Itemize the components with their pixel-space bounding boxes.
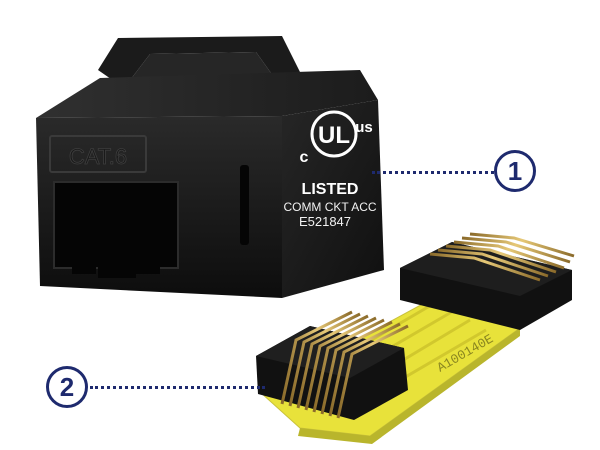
embossed-label: CAT.6	[69, 144, 127, 169]
keystone-coupler: CAT.6 UL c us LISTED COMM CKT ACC E52184…	[36, 36, 384, 298]
coupler-side-face	[282, 100, 384, 298]
coupler-top-face	[36, 70, 378, 118]
ul-listed: LISTED	[302, 181, 359, 198]
rj45-port	[53, 181, 179, 278]
callout-2-number: 2	[59, 371, 75, 402]
ul-mark-us: us	[355, 119, 373, 136]
callout-1-badge: 1	[494, 150, 536, 192]
callout-1-number: 1	[507, 155, 523, 186]
side-slot	[240, 165, 249, 245]
contact-pins-rear	[429, 232, 575, 282]
callout-2-leader	[90, 386, 265, 389]
latch	[98, 36, 300, 88]
pcb-assembly: A100140E	[256, 232, 575, 444]
ul-logo-text: UL	[318, 122, 350, 149]
embossed-label-box	[49, 135, 147, 173]
ul-mark-c: c	[300, 149, 309, 166]
ul-logo-circle	[310, 110, 358, 158]
ul-line2: E521847	[299, 214, 351, 229]
ul-certification-mark: UL c us LISTED COMM CKT ACC E521847	[283, 110, 377, 229]
callout-2-badge: 2	[46, 366, 88, 408]
ul-line1: COMM CKT ACC	[283, 200, 376, 214]
callout-1-leader	[372, 171, 494, 174]
contact-pins-front	[280, 310, 409, 419]
